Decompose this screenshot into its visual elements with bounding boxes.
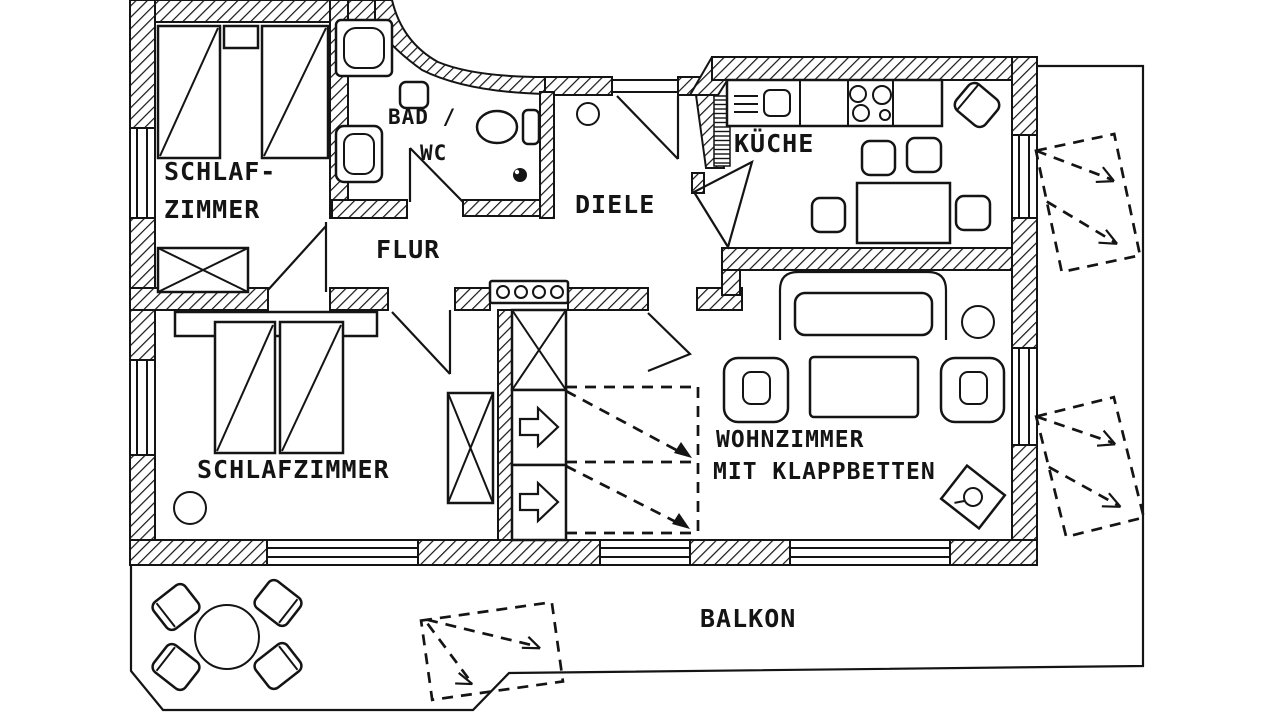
wall-bath-south-right bbox=[462, 199, 549, 217]
fold-out-arrow-2 bbox=[518, 480, 560, 524]
label-balkon: BALKON bbox=[700, 604, 796, 633]
bathroom-cabinet bbox=[398, 80, 430, 110]
livingroom-furniture bbox=[722, 270, 1007, 531]
wall-top bbox=[129, 0, 393, 23]
window-bedroom-bottom-left bbox=[129, 359, 156, 456]
window-bedroom-bottom-south bbox=[266, 539, 419, 566]
wall-right-middle bbox=[1011, 217, 1038, 349]
bathroom-fixtures bbox=[334, 18, 541, 184]
label-schlafzimmer-bottom: SCHLAFZIMMER bbox=[197, 455, 390, 484]
window-kitchen-right bbox=[1011, 134, 1038, 219]
stove-burners bbox=[849, 85, 892, 122]
door-livingroom bbox=[647, 312, 692, 373]
wall-corridor-2 bbox=[329, 287, 389, 311]
balcony-chair-4 bbox=[253, 641, 303, 691]
armchair-right bbox=[939, 356, 1006, 424]
toilet bbox=[475, 108, 541, 146]
wall-cabinet-west bbox=[497, 309, 513, 541]
label-diele: DIELE bbox=[575, 190, 655, 219]
entrance-threshold bbox=[612, 79, 678, 93]
shower-tray bbox=[334, 18, 394, 78]
kitchen-stool-2 bbox=[905, 136, 943, 174]
kitchen-counter bbox=[725, 78, 944, 128]
bedroom-top-furniture bbox=[156, 24, 330, 294]
room-labels: SCHLAF- ZIMMER BAD / WC DIELE KÜCHE FLUR… bbox=[164, 105, 936, 633]
floor-drain bbox=[513, 168, 527, 182]
kitchen-furniture bbox=[725, 78, 1001, 245]
fold-out-beds-dashed bbox=[565, 385, 700, 535]
kitchen-table bbox=[855, 181, 952, 245]
label-kueche: KÜCHE bbox=[734, 128, 814, 158]
ceiling-lamp bbox=[576, 102, 600, 126]
wall-entrance-left bbox=[544, 76, 613, 96]
label-schlafzimmer-top-1: SCHLAF- bbox=[164, 157, 276, 186]
wall-bath-diele-divider bbox=[539, 91, 555, 219]
kitchen-chair bbox=[953, 81, 1001, 129]
door-bedroom-top bbox=[267, 222, 328, 292]
label-wohnzimmer-2: MIT KLAPPBETTEN bbox=[713, 459, 936, 485]
awning-symbol-right-2 bbox=[1034, 395, 1146, 539]
kitchen-stool-3 bbox=[810, 196, 847, 234]
wall-corridor-3 bbox=[454, 287, 491, 311]
balcony-outline bbox=[129, 64, 1145, 712]
windows bbox=[129, 127, 1038, 566]
window-livingroom-right bbox=[1011, 347, 1038, 446]
fold-out-arrow-1 bbox=[518, 405, 560, 449]
coffee-table bbox=[808, 355, 920, 419]
awning-symbol-balcony bbox=[419, 600, 565, 702]
window-livingroom-south-1 bbox=[599, 539, 691, 566]
label-bad-wc-1: BAD / bbox=[388, 105, 456, 129]
door-bedroom-bottom bbox=[391, 310, 452, 375]
door-bath bbox=[408, 147, 464, 203]
awning-symbol-right-1 bbox=[1034, 132, 1142, 274]
label-flur: FLUR bbox=[376, 235, 440, 264]
kitchen-stool-1 bbox=[860, 139, 897, 177]
wall-bottom-2 bbox=[417, 539, 601, 566]
balcony-chair-1 bbox=[151, 582, 201, 632]
label-bad-wc-2: WC bbox=[420, 141, 447, 165]
window-bedroom-top-left bbox=[129, 127, 156, 219]
kitchen-stool-4 bbox=[954, 194, 992, 232]
outer-walls bbox=[129, 0, 1038, 566]
balcony bbox=[129, 64, 1146, 712]
sofa bbox=[778, 270, 948, 340]
balcony-chair-2 bbox=[253, 578, 303, 628]
door-kitchen bbox=[692, 159, 754, 250]
wall-bath-south-left bbox=[331, 199, 408, 219]
washbasin bbox=[334, 124, 384, 184]
sink-drainer bbox=[734, 95, 758, 113]
wall-kitchen-top bbox=[711, 56, 1038, 81]
balcony-table bbox=[194, 604, 260, 670]
double-bed-bottom bbox=[173, 310, 379, 455]
wall-bottom-1 bbox=[129, 539, 268, 566]
wall-entrance-curve bbox=[374, 0, 546, 96]
cabinet-wardrobe bbox=[510, 308, 568, 392]
tv-unit bbox=[939, 463, 1007, 531]
interior-walls bbox=[129, 0, 1013, 541]
double-bed-top bbox=[156, 24, 330, 160]
label-wohnzimmer-1: WOHNZIMMER bbox=[716, 427, 864, 453]
bedroom-bottom-furniture bbox=[173, 310, 495, 525]
doors bbox=[267, 95, 754, 375]
wall-right-upper bbox=[1011, 56, 1038, 136]
wall-bottom-4 bbox=[949, 539, 1038, 566]
wall-kitchen-living-divider bbox=[721, 247, 1013, 271]
side-table bbox=[961, 305, 995, 339]
wall-bottom-3 bbox=[689, 539, 791, 566]
label-schlafzimmer-top-2: ZIMMER bbox=[164, 195, 260, 224]
wardrobe-bottom-bedroom bbox=[446, 391, 495, 505]
chest-top-bedroom bbox=[156, 246, 250, 294]
armchair-left bbox=[722, 356, 790, 424]
wall-corridor-4 bbox=[567, 287, 649, 311]
balcony-chair-3 bbox=[151, 642, 201, 692]
wall-left-upper bbox=[129, 0, 156, 129]
kitchen-sink bbox=[763, 89, 791, 117]
coat-rack bbox=[488, 279, 570, 305]
door-entrance bbox=[616, 95, 680, 160]
fold-bed-cabinet bbox=[510, 308, 700, 542]
window-livingroom-south-2 bbox=[789, 539, 951, 566]
stool-round bbox=[173, 491, 207, 525]
